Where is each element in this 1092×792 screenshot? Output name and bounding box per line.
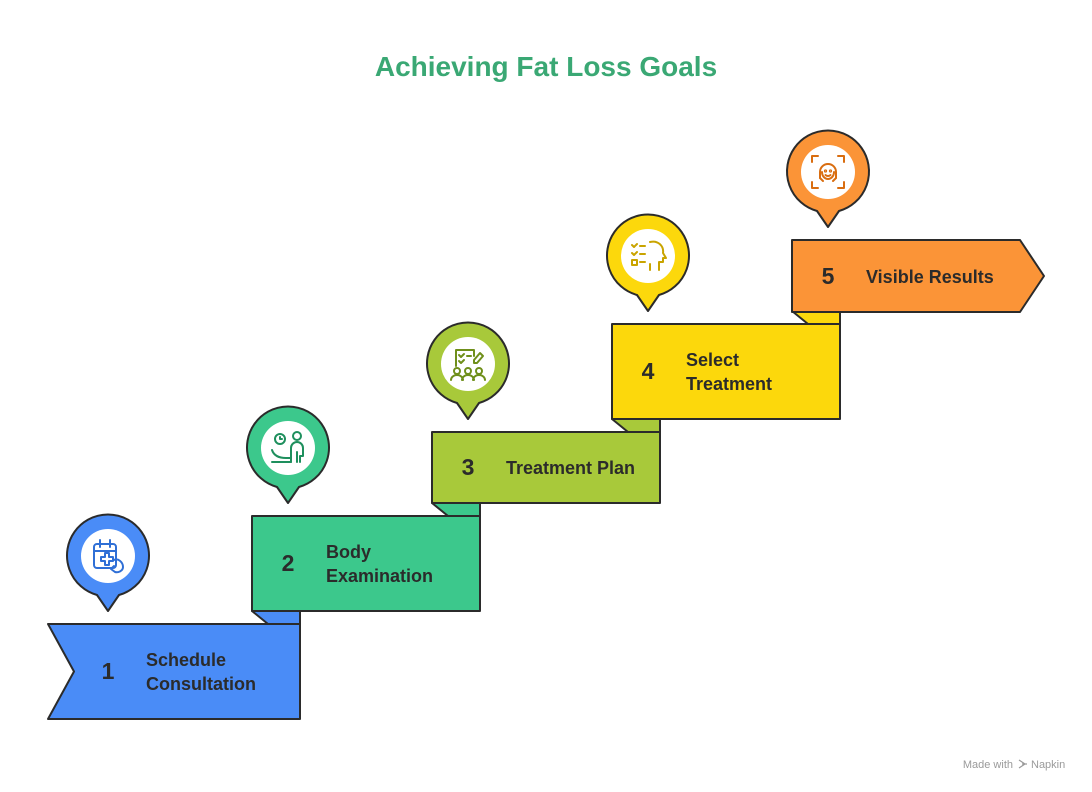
step-1-label-line-1: Schedule [146, 650, 226, 670]
step-5: 5 Visible Results [791, 239, 1045, 313]
step-5-number: 5 [822, 263, 835, 289]
plan-checklist-team-icon [450, 349, 486, 381]
step-4-label-line-1: Select [686, 350, 739, 370]
step-1-pin [66, 513, 150, 612]
connector-1-2 [251, 610, 301, 625]
step-5-label-line-1: Visible Results [866, 267, 994, 287]
step-5-pin-face [801, 145, 855, 199]
step-4-pin-face [621, 229, 675, 283]
calendar-medical-phone-icon [93, 539, 124, 574]
step-2-pin-face [261, 421, 315, 475]
step-2-number: 2 [282, 550, 295, 576]
footer-brand: Napkin [1031, 759, 1065, 771]
step-4: 4 Select Treatment [611, 323, 841, 420]
face-scan-icon [811, 155, 845, 189]
footer-watermark: Made with Napkin [963, 759, 1065, 771]
step-2-label-line-2: Examination [326, 566, 433, 586]
step-2-pin [246, 405, 330, 504]
step-3: 3 Treatment Plan [431, 431, 661, 504]
step-2: 2 Body Examination [251, 515, 481, 612]
step-4-label-line-2: Treatment [686, 374, 772, 394]
checklist-head-icon [631, 240, 667, 271]
step-4-ribbon [611, 323, 841, 420]
step-5-ribbon [791, 239, 1045, 313]
step-3-ribbon [431, 431, 661, 504]
connector-2-3 [431, 502, 481, 517]
step-1-number: 1 [102, 658, 115, 684]
step-1-label-line-2: Consultation [146, 674, 256, 694]
footer-prefix: Made with [963, 759, 1013, 771]
step-3-pin [426, 321, 510, 420]
napkin-logo-icon [1018, 759, 1027, 769]
step-5-pin [786, 129, 870, 228]
step-2-ribbon [251, 515, 481, 612]
step-3-pin-face [441, 337, 495, 391]
step-4-number: 4 [642, 358, 655, 384]
step-3-number: 3 [462, 454, 475, 480]
connector-3-4 [611, 418, 661, 433]
diagram-title: Achieving Fat Loss Goals [375, 51, 717, 82]
step-3-label-line-1: Treatment Plan [506, 458, 635, 478]
step-1: 1 Schedule Consultation [47, 623, 301, 720]
step-1-ribbon [47, 623, 301, 720]
step-2-label-line-1: Body [326, 542, 371, 562]
doctor-examination-icon [271, 431, 304, 463]
step-4-pin [606, 213, 690, 312]
